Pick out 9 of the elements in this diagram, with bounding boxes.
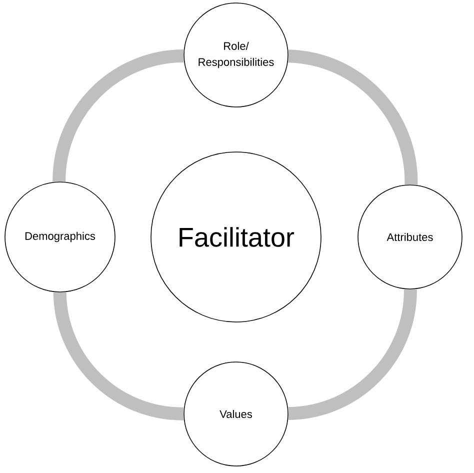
ring-arc <box>288 289 417 420</box>
circle-node: Values <box>184 362 288 466</box>
ring-arc <box>52 49 184 182</box>
ring-arc <box>288 50 418 185</box>
circle-node: Demographics <box>4 182 116 292</box>
circle-node: Role/ Responsibilities <box>184 2 288 108</box>
circle-node: Attributes <box>358 184 462 290</box>
ring-arc <box>53 292 184 420</box>
circle-node: Facilitator <box>150 152 322 322</box>
